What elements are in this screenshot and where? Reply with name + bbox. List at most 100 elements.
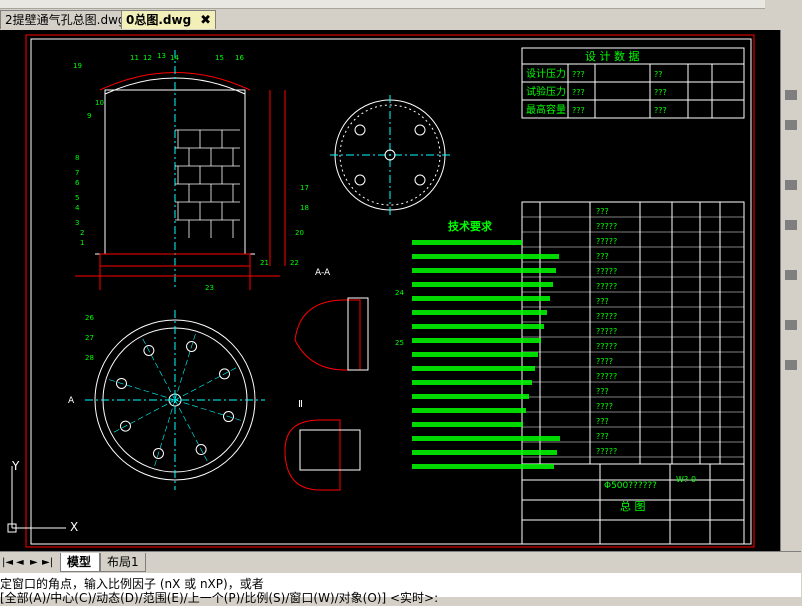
first-tab-button[interactable]: |◄ [2, 557, 14, 568]
part-number-label: 25 [395, 339, 404, 347]
top-view [330, 95, 450, 215]
tool-icon[interactable] [785, 180, 797, 190]
close-icon[interactable]: ✖ [200, 13, 211, 28]
prev-tab-button[interactable]: ◄ [16, 557, 24, 568]
last-tab-button[interactable]: ►| [42, 557, 54, 568]
part-number-label: 9 [87, 112, 91, 120]
part-number-label: 23 [205, 284, 214, 292]
tech-requirements: 技术要求 [412, 219, 560, 469]
detail-label: A-A [315, 268, 331, 278]
design-row-label: 试验压力 [526, 85, 566, 98]
tab-document-1[interactable]: 2提壁通气孔总图.dwg [0, 10, 126, 29]
bom-cell: ????? [596, 237, 617, 246]
tool-icon[interactable] [785, 320, 797, 330]
part-number-label: 27 [85, 334, 94, 342]
tech-line [412, 436, 560, 441]
tab-layout1[interactable]: 布局1 [100, 553, 146, 572]
title-code: Φ500?????? [604, 481, 657, 491]
part-number-label: 20 [295, 229, 304, 237]
tech-line [412, 254, 559, 259]
drawing-canvas[interactable]: 设 计 数 据 设计压力 试验压力 最高容量 ??? ??? ??? ?? ??… [0, 30, 780, 551]
tool-icon[interactable] [785, 360, 797, 370]
bom-cell: ???? [596, 357, 613, 366]
next-tab-button[interactable]: ► [30, 557, 38, 568]
design-data-table: 设 计 数 据 设计压力 试验压力 最高容量 ??? ??? ??? ?? ??… [521, 47, 745, 119]
bom-cell: ????? [596, 222, 617, 231]
bom-cell: ????? [596, 342, 617, 351]
part-number-label: 7 [75, 169, 79, 177]
part-number-label: 21 [260, 259, 269, 267]
part-number-label: 17 [300, 184, 309, 192]
bom-cell: ????? [596, 282, 617, 291]
design-value: ??? [572, 106, 585, 115]
part-number-label: 13 [157, 52, 166, 60]
part-number-label: 11 [130, 54, 139, 62]
bom-cell: ????? [596, 312, 617, 321]
tech-line [412, 296, 550, 301]
bom-cell: ????? [596, 447, 617, 456]
part-number-label: 6 [75, 179, 80, 187]
part-number-label: 8 [75, 154, 79, 162]
tech-line [412, 380, 532, 385]
plan-view: A [68, 310, 265, 490]
part-number-label: 26 [85, 314, 94, 322]
toolbar-right [765, 0, 801, 30]
part-number-label: 24 [395, 289, 404, 297]
bom-table: ????????????????????????????????????????… [521, 201, 745, 465]
tech-line [412, 408, 526, 413]
bom-cell: ????? [596, 372, 617, 381]
detail-a-a: A-A [294, 268, 369, 371]
bom-cell: ??? [596, 417, 609, 426]
part-number-label: 12 [143, 54, 152, 62]
tech-line [412, 422, 523, 427]
part-number-label: 28 [85, 354, 94, 362]
section-marker: A [68, 396, 75, 406]
detail-label: Ⅱ [298, 399, 303, 410]
tech-line [412, 240, 522, 245]
tech-line [412, 352, 538, 357]
top-toolbar-strip [0, 0, 801, 9]
part-number-label: 3 [75, 219, 79, 227]
detail-ii: Ⅱ [284, 399, 361, 491]
tab-label: 0总图.dwg [126, 13, 192, 27]
design-row-label: 最高容量 [526, 103, 566, 116]
tech-line [412, 464, 554, 469]
tab-document-2[interactable]: 0总图.dwg ✖ [121, 10, 216, 29]
command-prompt-line: [全部(A)/中心(C)/动态(D)/范围(E)/上一个(P)/比例(S)/窗口… [0, 591, 439, 605]
command-history-line: 定窗口的角点，输入比例因子 (nX 或 nXP)，或者 [0, 577, 264, 591]
outer-frame [25, 34, 755, 548]
command-line[interactable]: 定窗口的角点，输入比例因子 (nX 或 nXP)，或者 [全部(A)/中心(C)… [0, 573, 801, 605]
tech-line [412, 450, 557, 455]
tab-model[interactable]: 模型 [60, 553, 100, 572]
tech-line [412, 310, 547, 315]
tech-title: 技术要求 [448, 219, 493, 233]
document-tab-bar: 2提壁通气孔总图.dwg 0总图.dwg ✖ [0, 0, 801, 30]
design-value: ??? [654, 106, 667, 115]
x-axis-label: X [70, 520, 78, 534]
tech-line [412, 394, 529, 399]
part-number-label: 4 [75, 204, 80, 212]
bom-cell: ???? [596, 402, 613, 411]
right-tool-panel [780, 30, 802, 551]
bom-cell: ??? [596, 207, 609, 216]
part-number-label: 15 [215, 54, 224, 62]
title-name: 总 图 [620, 499, 646, 513]
title-block: Φ500?????? 总 图 W?-0 [521, 463, 745, 545]
tab-label: 2提壁通气孔总图.dwg [5, 13, 126, 27]
tool-icon[interactable] [785, 270, 797, 280]
tool-icon[interactable] [785, 120, 797, 130]
design-value: ??? [572, 88, 585, 97]
tool-icon[interactable] [785, 220, 797, 230]
tool-icon[interactable] [785, 90, 797, 100]
part-number-label: 5 [75, 194, 79, 202]
design-value: ?? [654, 70, 663, 79]
part-number-label: 14 [170, 54, 179, 62]
design-value: ??? [572, 70, 585, 79]
design-row-label: 设计压力 [526, 67, 566, 80]
tech-line [412, 324, 544, 329]
part-number-label: 22 [290, 259, 299, 267]
bom-cell: ??? [596, 252, 609, 261]
cad-drawing: 设 计 数 据 设计压力 试验压力 最高容量 ??? ??? ??? ?? ??… [7, 34, 755, 548]
part-number-label: 18 [300, 204, 309, 212]
